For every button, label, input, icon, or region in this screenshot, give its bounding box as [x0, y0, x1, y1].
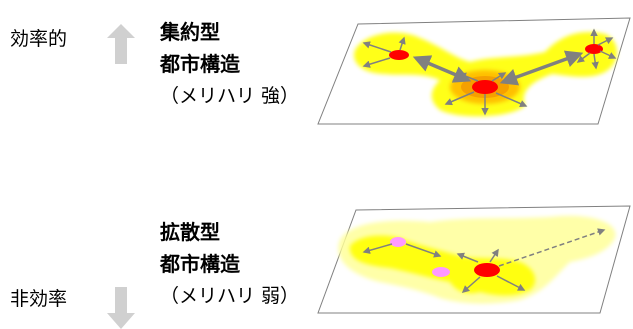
- sprawl-city-title-line2: 都市構造: [160, 252, 240, 276]
- compact-city-subtitle: （メリハリ 強）: [160, 85, 300, 107]
- main-center-dot: [474, 263, 500, 277]
- sprawl-area-halo-inner: [349, 235, 536, 296]
- sprawl-city-map: [317, 205, 631, 314]
- sprawl-city-subtitle: （メリハリ 弱）: [160, 285, 300, 307]
- minor-center-left: [390, 237, 406, 247]
- main-center-dot: [472, 80, 498, 94]
- down-arrow-icon: [107, 287, 135, 329]
- efficient-label: 効率的: [10, 28, 68, 50]
- compact-city-map: [317, 17, 631, 125]
- sub-center-right: [585, 44, 603, 54]
- up-arrow-icon: [107, 24, 135, 64]
- compact-city-title-line1: 集約型: [160, 20, 220, 44]
- sprawl-city-title-line1: 拡散型: [160, 220, 220, 244]
- minor-center-middle: [432, 267, 450, 277]
- inefficient-label: 非効率: [10, 288, 68, 310]
- sub-center-left: [389, 50, 409, 60]
- compact-city-title-line2: 都市構造: [160, 52, 240, 76]
